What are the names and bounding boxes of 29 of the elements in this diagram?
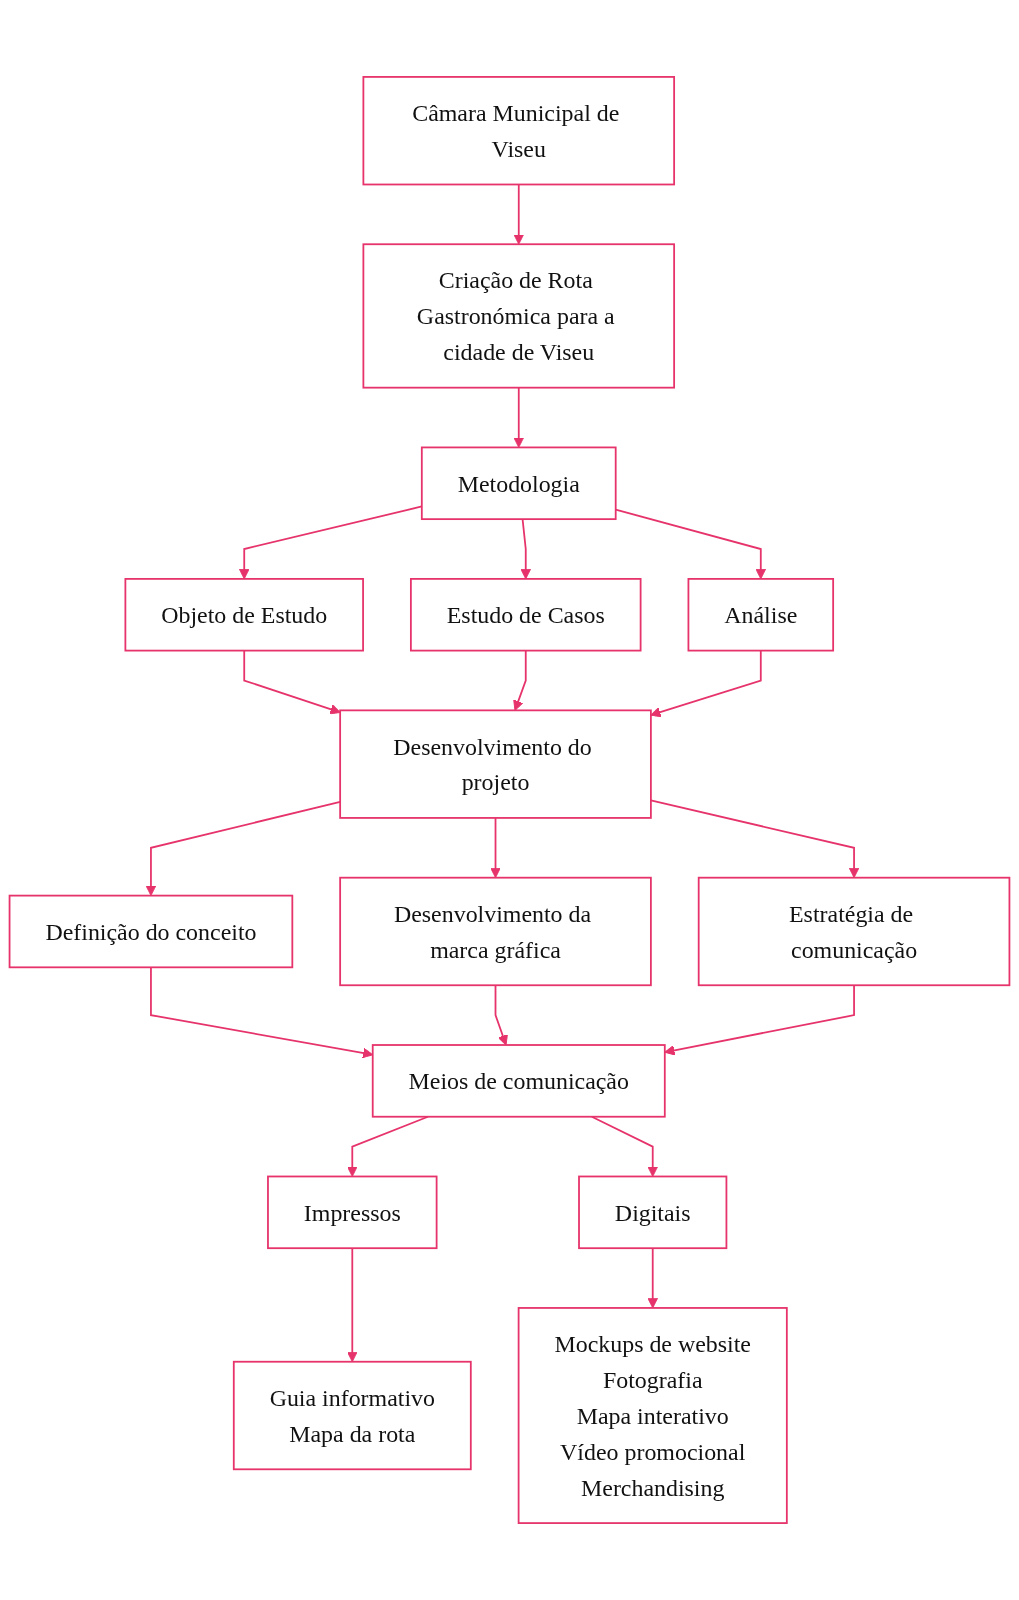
arrow <box>347 1247 358 1363</box>
arrow <box>520 518 531 580</box>
node-box: Mockups de website Fotografia Mapa interativo Vídeo promocional Merchandising <box>517 1307 788 1524</box>
node-box: Meios de comunicação <box>371 1044 666 1118</box>
arrow <box>513 183 524 245</box>
arrow <box>347 1115 429 1177</box>
arrow <box>494 984 508 1046</box>
node-box: Digitais <box>578 1175 728 1250</box>
node-box: Desenvolvimento do projeto <box>339 709 652 819</box>
arrow <box>664 984 855 1056</box>
node-box: Estratégia de comunicação <box>697 876 1011 987</box>
node-box: Criação de Rota Gastronómica para a cidade de Viseu <box>362 243 676 389</box>
arrow <box>650 799 860 879</box>
arrow <box>513 386 524 448</box>
node-box: Objeto de Estudo <box>124 578 364 652</box>
node-box: Estudo de Casos <box>410 578 642 652</box>
node-box: Metodologia <box>420 446 617 521</box>
node-box: Câmara Municipal de Viseu <box>362 76 676 186</box>
node-box: Análise <box>687 578 835 652</box>
node-box: Desenvolvimento da marca gráfica <box>339 876 652 987</box>
arrow <box>647 1247 658 1309</box>
node-box: Definição do conceito <box>8 894 294 969</box>
arrow <box>490 817 501 879</box>
arrow <box>650 649 762 718</box>
arrow <box>590 1115 658 1177</box>
node-box: Impressos <box>267 1175 438 1250</box>
arrow <box>243 649 341 715</box>
node-box: Guia informativo Mapa da rota <box>232 1360 472 1471</box>
arrow <box>513 649 527 711</box>
